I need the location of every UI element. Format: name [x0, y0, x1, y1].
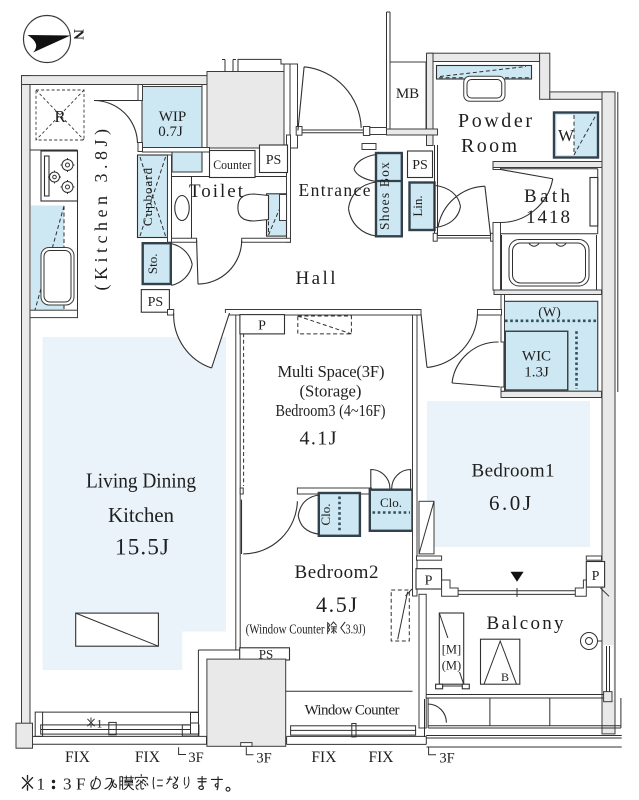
svg-text:4.5J: 4.5J	[316, 592, 357, 617]
svg-text:3F: 3F	[439, 751, 454, 767]
svg-text:Lin.: Lin.	[410, 195, 425, 216]
svg-text:W: W	[558, 126, 575, 145]
svg-text:Shoes Box: Shoes Box	[377, 161, 392, 230]
svg-text:1: 1	[37, 775, 46, 794]
svg-text:(Kitchen 3.8J): (Kitchen 3.8J)	[91, 125, 112, 291]
svg-text:Bedroom3 (4~16F): Bedroom3 (4~16F)	[276, 401, 386, 420]
svg-text:(Storage): (Storage)	[300, 382, 362, 401]
svg-text:P: P	[258, 319, 266, 334]
svg-text:WIP: WIP	[159, 109, 187, 125]
svg-text:Bedroom1: Bedroom1	[472, 461, 555, 482]
svg-text:Clo.: Clo.	[318, 503, 333, 525]
svg-text:3.9J): 3.9J)	[346, 622, 366, 637]
svg-text:Bath: Bath	[524, 186, 571, 207]
svg-text:Cupboard: Cupboard	[140, 167, 155, 226]
svg-text:PS: PS	[266, 153, 282, 168]
svg-text:FIX: FIX	[135, 749, 160, 766]
svg-text:Bedroom2: Bedroom2	[295, 562, 379, 583]
svg-text:(M): (M)	[442, 659, 461, 673]
svg-text:FIX: FIX	[311, 749, 336, 766]
svg-text:15.5J: 15.5J	[115, 535, 169, 560]
svg-text:PS: PS	[259, 647, 273, 662]
svg-text:[M]: [M]	[442, 643, 461, 657]
svg-text:FIX: FIX	[369, 749, 394, 766]
svg-text:Living Dining: Living Dining	[86, 469, 196, 493]
svg-text:MB: MB	[396, 86, 419, 102]
svg-text:N: N	[70, 29, 86, 40]
svg-text:Multi Space(3F): Multi Space(3F)	[278, 362, 385, 381]
svg-text:Powder: Powder	[458, 110, 532, 132]
svg-text:Window Counter: Window Counter	[305, 703, 400, 719]
svg-text:Clo.: Clo.	[380, 495, 402, 510]
svg-text:3F: 3F	[188, 750, 203, 766]
svg-text:4.1J: 4.1J	[300, 428, 337, 450]
svg-text:P: P	[425, 574, 433, 589]
svg-text:3F: 3F	[256, 751, 271, 767]
svg-text:Hall: Hall	[296, 268, 336, 289]
svg-text:Room: Room	[461, 135, 517, 157]
svg-text:Sto.: Sto.	[145, 254, 160, 275]
svg-text:1: 1	[97, 717, 103, 731]
svg-text:0.7J: 0.7J	[158, 124, 183, 140]
svg-text:1.3J: 1.3J	[524, 365, 549, 381]
svg-text:Counter: Counter	[213, 157, 252, 172]
svg-text:P: P	[592, 569, 600, 584]
svg-text:PS: PS	[148, 295, 164, 310]
svg-text:(W): (W)	[538, 306, 561, 321]
svg-text:6.0J: 6.0J	[489, 491, 531, 515]
svg-text:FIX: FIX	[65, 749, 90, 766]
svg-text:(Window Counter: (Window Counter	[246, 622, 325, 637]
svg-text:PS: PS	[412, 158, 428, 173]
svg-text:WIC: WIC	[522, 349, 551, 365]
svg-text:Entrance: Entrance	[299, 180, 371, 200]
svg-text:B: B	[501, 670, 509, 684]
svg-text:Kitchen: Kitchen	[108, 503, 175, 527]
svg-text:R: R	[54, 107, 66, 126]
svg-text:Toilet: Toilet	[189, 181, 244, 202]
svg-text:Balcony: Balcony	[487, 613, 565, 634]
